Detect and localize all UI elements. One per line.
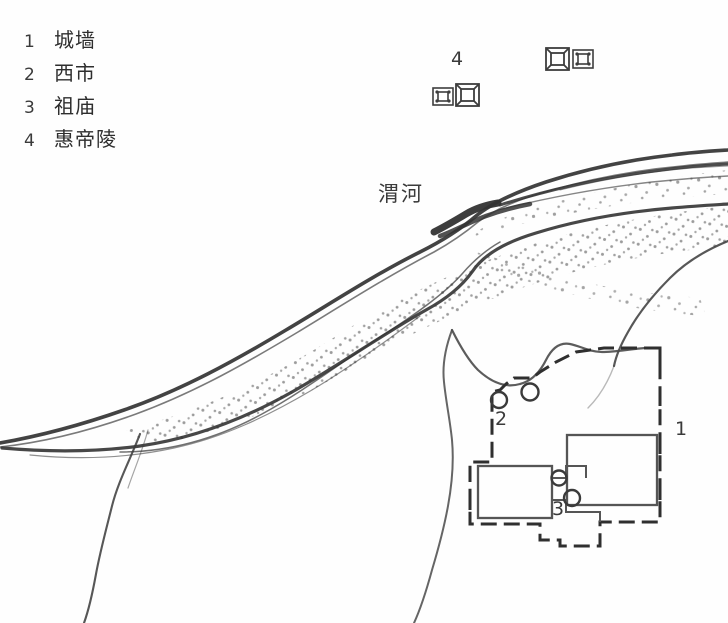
legend-label: 祖庙 — [54, 94, 96, 118]
west-market-circles — [489, 382, 540, 410]
legend-label: 西市 — [54, 61, 96, 85]
map-marker-label-3: 3 — [552, 498, 565, 520]
map-marker-label-2: 2 — [495, 408, 508, 430]
legend-number: 2 — [24, 65, 35, 85]
legend-item-2: 2 西市 — [18, 57, 198, 90]
legend-label: 惠帝陵 — [54, 127, 117, 151]
city-moat-stream — [413, 328, 662, 623]
legend-number: 4 — [24, 131, 35, 151]
legend-number: 3 — [24, 98, 35, 118]
tomb-symbol-small-right — [572, 49, 594, 69]
tomb-symbols-group — [432, 47, 594, 107]
tomb-symbol-large-right — [545, 47, 570, 71]
legend-number: 1 — [24, 32, 35, 52]
river-sandbar-stipple — [120, 170, 728, 444]
legend-item-3: 3 祖庙 — [18, 90, 198, 123]
map-marker-label-4: 4 — [451, 48, 464, 70]
tomb-symbol-large-left — [455, 83, 480, 107]
legend-item-1: 1 城墙 — [18, 24, 198, 57]
legend-label: 城墙 — [54, 28, 96, 52]
southeast-tributary — [587, 239, 728, 409]
river-label-weihe: 渭河 — [378, 182, 424, 206]
south-tributary-left — [82, 429, 149, 623]
palace-enclosures — [476, 433, 659, 522]
ancestral-temple-circles — [550, 469, 582, 508]
wei-river-channels — [0, 148, 728, 459]
city-wall-gate-marks — [468, 352, 662, 510]
legend-item-4: 4 惠帝陵 — [18, 123, 198, 156]
map-marker-label-1: 1 — [675, 418, 688, 440]
tomb-symbol-small-left — [432, 87, 454, 106]
city-wall-outline — [468, 346, 662, 548]
map-legend: 1 城墙 2 西市 3 祖庙 4 惠帝陵 — [18, 24, 198, 156]
